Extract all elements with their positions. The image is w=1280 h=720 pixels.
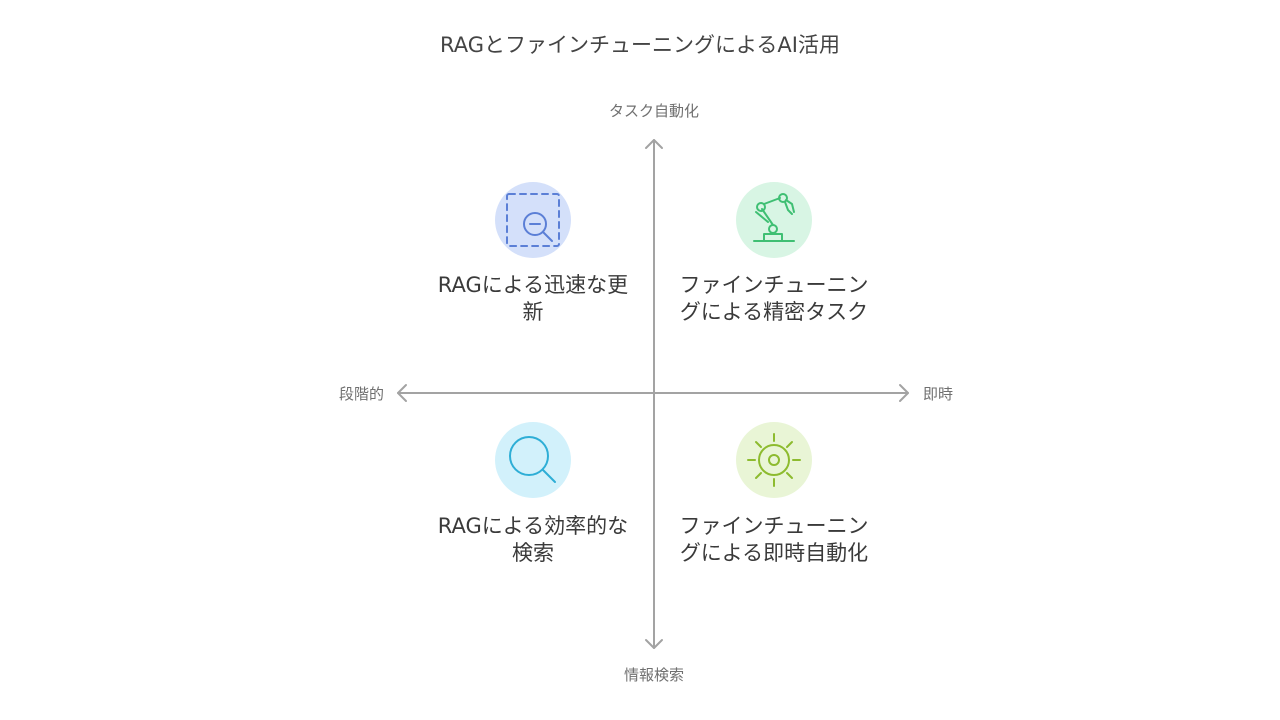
axis-label-left: 段階的 xyxy=(338,385,384,403)
arrow-left xyxy=(397,384,407,402)
gear-sun-icon xyxy=(736,422,812,498)
magnifier-icon xyxy=(495,422,571,498)
axis-label-top: タスク自動化 xyxy=(608,102,699,120)
quadrant-label-top-right: ファインチューニングによる精密タスク xyxy=(679,273,869,324)
diagram-title: RAGとファインチューニングによるAI活用 xyxy=(440,33,840,57)
quadrant-label-top-left: RAGによる迅速な更新 xyxy=(437,273,629,324)
arrow-right xyxy=(899,384,909,402)
axis-label-right: 即時 xyxy=(923,385,954,403)
quadrant-label-bottom-left: RAGによる効率的な検索 xyxy=(437,514,629,565)
axis-label-bottom: 情報検索 xyxy=(623,666,684,684)
arrow-down xyxy=(645,639,663,649)
quadrant-label-bottom-right: ファインチューニングによる即時自動化 xyxy=(679,514,869,565)
search-select-icon xyxy=(495,182,571,258)
arrow-up xyxy=(645,139,663,149)
robot-arm-icon xyxy=(736,182,812,258)
